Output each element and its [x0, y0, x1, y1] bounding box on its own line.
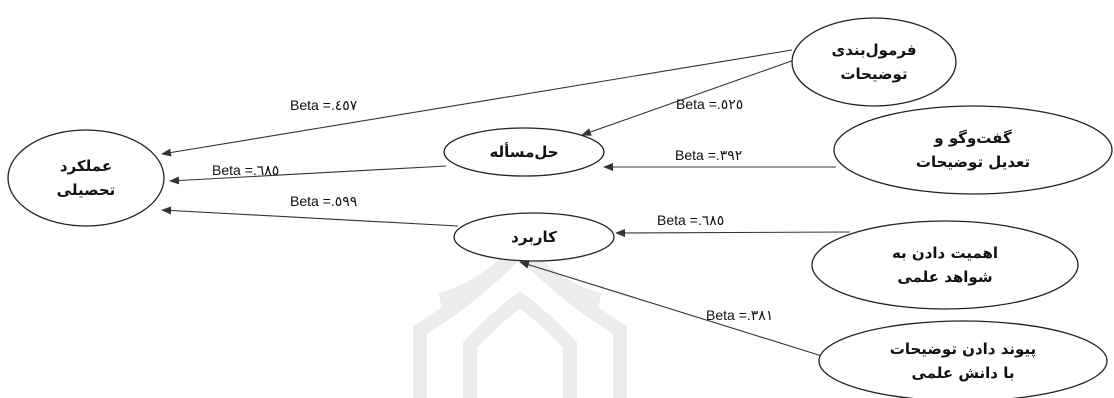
node-application: کاربرد [453, 212, 615, 262]
node-label-line: شواهد علمی [897, 268, 992, 286]
edge-label-problem-to-performance: Beta =.٦٨٥ [212, 162, 279, 178]
edge-arrow-problem-to-performance [169, 165, 447, 185]
node-ellipse [833, 105, 1113, 195]
edge-label-formulating-to-performance: Beta =.٤٥٧ [290, 97, 358, 113]
node-label-line: توضیحات [840, 65, 907, 83]
edge-arrow-evidence-to-application [615, 228, 851, 237]
node-academic-performance: عملکرد تحصیلی [7, 129, 165, 227]
node-ellipse [453, 212, 615, 262]
node-label-line: با دانش علمی [912, 364, 1015, 382]
node-label-line: گفت‌وگو و [933, 129, 1012, 147]
node-dialogue: گفت‌وگو و تعدیل توضیحات [833, 105, 1113, 195]
nodes-layer: عملکرد تحصیلی حل‌مسأله کاربرد فرمول‌بندی توضی… [7, 17, 1113, 398]
node-ellipse [443, 127, 605, 177]
node-ellipse [791, 17, 957, 107]
edges-layer [161, 49, 851, 362]
watermark-ornament [413, 240, 627, 398]
node-ellipse [7, 129, 165, 227]
node-linking: پیوند دادن توضیحات با دانش علمی [818, 320, 1108, 398]
node-label-line: عملکرد [60, 157, 112, 175]
edge-label-evidence-to-application: Beta =.٦٨٥ [657, 212, 724, 228]
node-ellipse [811, 220, 1079, 310]
node-label-line: کاربرد [511, 228, 557, 246]
edge-arrow-application-to-performance [161, 206, 459, 227]
edge-arrow-formulating-to-problem [581, 57, 801, 136]
node-label-line: پیوند دادن توضیحات [890, 340, 1036, 359]
node-label-line: تعدیل توضیحات [916, 153, 1030, 171]
edge-label-formulating-to-problem: Beta =.٥٢٥ [676, 96, 743, 112]
node-ellipse [818, 320, 1108, 398]
node-label-line: تحصیلی [57, 181, 116, 199]
node-problem-solving: حل‌مسأله [443, 127, 605, 177]
node-label-line: اهمیت دادن به [892, 244, 998, 262]
edge-label-application-to-performance: Beta =.٥٩٩ [290, 193, 357, 209]
edge-arrow-formulating-to-performance [161, 49, 793, 157]
edge-label-dialogue-to-problem: Beta =.٣٩٢ [675, 147, 742, 163]
edge-label-linking-to-application: Beta =.٣٨١ [706, 307, 773, 323]
node-label-line: فرمول‌بندی [831, 41, 916, 59]
node-formulating: فرمول‌بندی توضیحات [791, 17, 957, 107]
node-evidence: اهمیت دادن به شواهد علمی [811, 220, 1079, 310]
node-label-line: حل‌مسأله [489, 142, 558, 161]
edge-arrow-linking-to-application [519, 260, 839, 362]
